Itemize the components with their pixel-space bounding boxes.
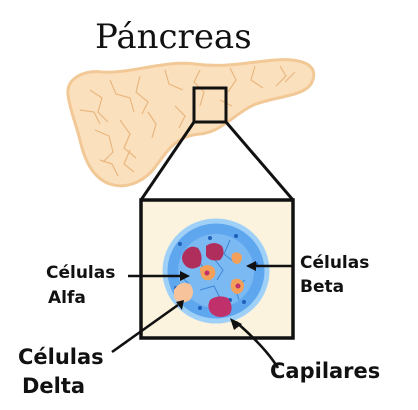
label-beta-line2: Beta <box>300 277 344 297</box>
label-alpha-line1: Células <box>46 263 115 283</box>
label-delta-line1: Células <box>18 345 104 369</box>
label-delta-line2: Delta <box>22 374 85 398</box>
label-beta-line1: Células <box>300 253 369 273</box>
label-capillaries: Capilares <box>270 359 380 383</box>
pancreas-shape <box>68 60 314 186</box>
alpha-cell <box>206 243 224 261</box>
diagram-title: Páncreas <box>95 17 252 57</box>
pancreas-organ <box>68 60 314 186</box>
label-alpha-line2: Alfa <box>48 288 86 308</box>
